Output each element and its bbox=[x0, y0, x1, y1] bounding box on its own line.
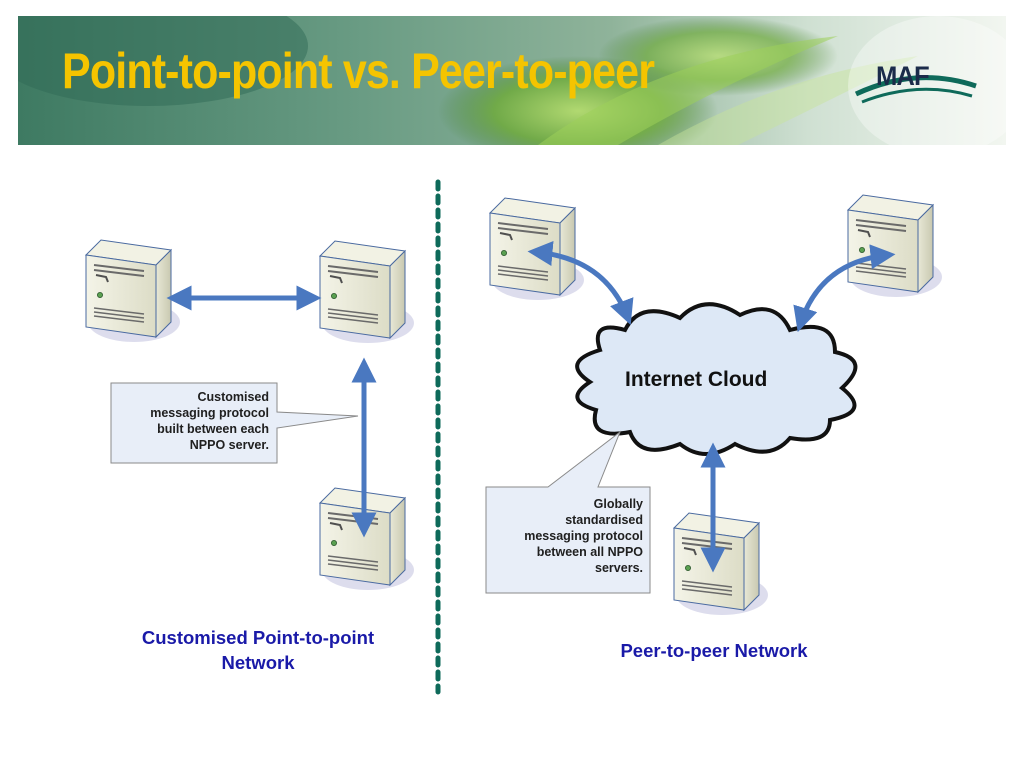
slide-title: Point-to-point vs. Peer-to-peer bbox=[62, 43, 655, 99]
connection-arrow bbox=[793, 244, 896, 333]
cloud-label: Internet Cloud bbox=[625, 368, 768, 391]
server-icon bbox=[319, 240, 415, 344]
server-icon bbox=[489, 197, 585, 301]
server-icon bbox=[673, 512, 769, 616]
server-icon bbox=[847, 194, 943, 298]
banner-background bbox=[18, 16, 1006, 145]
right-callout-text: Globally standardised messaging protocol… bbox=[524, 497, 643, 575]
connection-arrow bbox=[527, 241, 634, 326]
internet-cloud bbox=[575, 302, 858, 456]
left-callout-box bbox=[110, 382, 359, 464]
right-callout-box bbox=[485, 430, 651, 594]
header-banner bbox=[18, 16, 1006, 145]
peer-to-peer-label: Peer-to-peer Network bbox=[620, 640, 808, 661]
server-icon bbox=[319, 487, 415, 591]
point-to-point-label: Customised Point-to-point Network bbox=[141, 627, 375, 673]
server-icon bbox=[85, 239, 181, 343]
left-callout-text: Customised messaging protocol built betw… bbox=[150, 390, 269, 452]
logo-text: MAF bbox=[876, 61, 930, 91]
maf-logo-icon bbox=[854, 75, 977, 104]
